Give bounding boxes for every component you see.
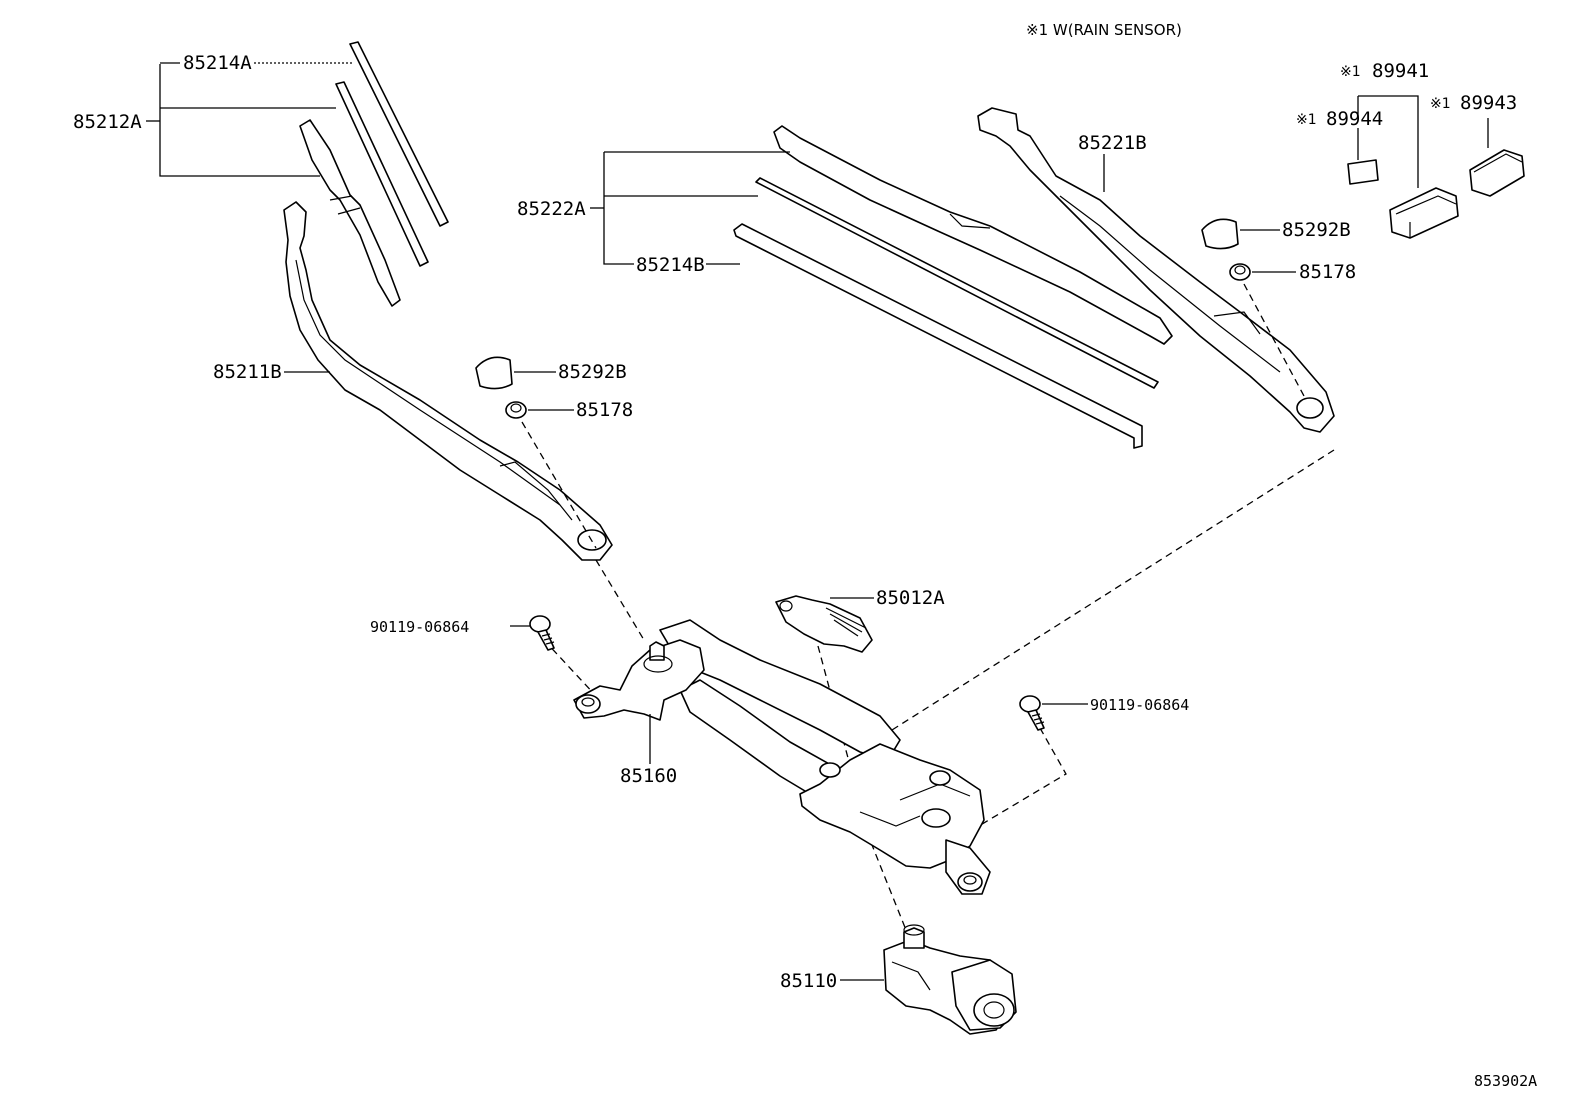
left-blade-refill [349, 41, 449, 227]
right-blade-holder [773, 125, 1173, 345]
sensor-gel-pad [1347, 159, 1379, 185]
label-85292B-right: 85292B [1282, 219, 1351, 241]
mark-89943: ※1 [1430, 96, 1451, 112]
label-85012A: 85012A [876, 587, 945, 609]
label-85211B: 85211B [213, 361, 282, 383]
label-85221B: 85221B [1078, 132, 1147, 154]
rain-sensor-note: ※1 W(RAIN SENSOR) [1026, 21, 1182, 39]
link-ball-joint [819, 762, 841, 778]
right-wiper-arm: 85221B [977, 107, 1335, 433]
label-90119-right: 90119-06864 [1090, 696, 1189, 714]
right-bolt-head [1019, 695, 1041, 713]
label-85292B-left: 85292B [558, 361, 627, 383]
right-arm-body [977, 107, 1335, 433]
right-arm-pivot-hole [1296, 397, 1324, 419]
left-bolt: 90119-06864 [370, 615, 555, 651]
left-bolt-head [529, 615, 551, 633]
label-89944: 89944 [1326, 108, 1383, 130]
leader-89941 [1358, 95, 1419, 188]
right-blade-refill [733, 223, 1143, 449]
right-pivot-nut [929, 770, 951, 786]
label-85160: 85160 [620, 765, 677, 787]
alignment-line-right-nut [1243, 283, 1305, 397]
alignment-line-left-arm [595, 559, 645, 641]
link-bracket: 85012A [775, 587, 945, 653]
alignment-line-left-bolt [543, 639, 597, 697]
wiper-link-assembly: 85160 [573, 619, 991, 895]
left-blade-rubber [335, 81, 429, 267]
left-wiper-arm: 85211B [213, 201, 613, 561]
label-85212A: 85212A [73, 111, 142, 133]
right-mount-grommet [957, 872, 983, 892]
leader-85212A [159, 64, 320, 177]
right-blade-rubber [755, 177, 1159, 389]
rain-sensor-group: ※1 89941 ※1 89944 ※1 89943 [1296, 60, 1525, 239]
left-pivot-housing [573, 639, 705, 721]
alignment-line-right-bolt [961, 727, 1067, 837]
rain-sensor-cover [1469, 149, 1525, 197]
motor-output-shaft [903, 927, 925, 949]
alignment-line-left-nut [521, 421, 597, 549]
leader-85222A [603, 152, 634, 265]
label-85110: 85110 [780, 970, 837, 992]
motor-end-cap [973, 993, 1015, 1027]
label-85214A: 85214A [183, 52, 252, 74]
mark-89941: ※1 [1340, 64, 1361, 80]
label-90119-left: 90119-06864 [370, 618, 469, 636]
label-89943: 89943 [1460, 92, 1517, 114]
right-cap-body [1201, 218, 1239, 250]
left-nut: 85178 [505, 399, 633, 421]
wiper-motor: 85110 [780, 924, 1017, 1035]
right-nut: 85178 [1229, 261, 1356, 283]
right-blade-group: 85222A 85214B [517, 125, 1173, 449]
right-pivot-cap: 85292B [1201, 218, 1351, 250]
label-89941: 89941 [1372, 60, 1429, 82]
alignment-line-right-arm [891, 449, 1335, 731]
link-bracket-body [775, 595, 873, 653]
label-85178-left: 85178 [576, 399, 633, 421]
label-85178-right: 85178 [1299, 261, 1356, 283]
left-cap-body [475, 356, 513, 390]
left-blade-group: 85214A 85212A [73, 41, 449, 307]
label-85214B: 85214B [636, 254, 705, 276]
rain-sensor-unit [1389, 187, 1459, 239]
left-blade-holder [299, 119, 401, 307]
left-mount-grommet [575, 694, 601, 714]
mark-89944: ※1 [1296, 112, 1317, 128]
diagram-id: 853902A [1474, 1072, 1537, 1090]
left-pivot-cap: 85292B [475, 356, 627, 390]
label-85222A: 85222A [517, 198, 586, 220]
right-bolt: 90119-06864 [1019, 695, 1189, 731]
right-pivot-shaft [921, 808, 951, 828]
left-arm-body [283, 201, 613, 561]
left-pivot-shaft [649, 641, 665, 661]
